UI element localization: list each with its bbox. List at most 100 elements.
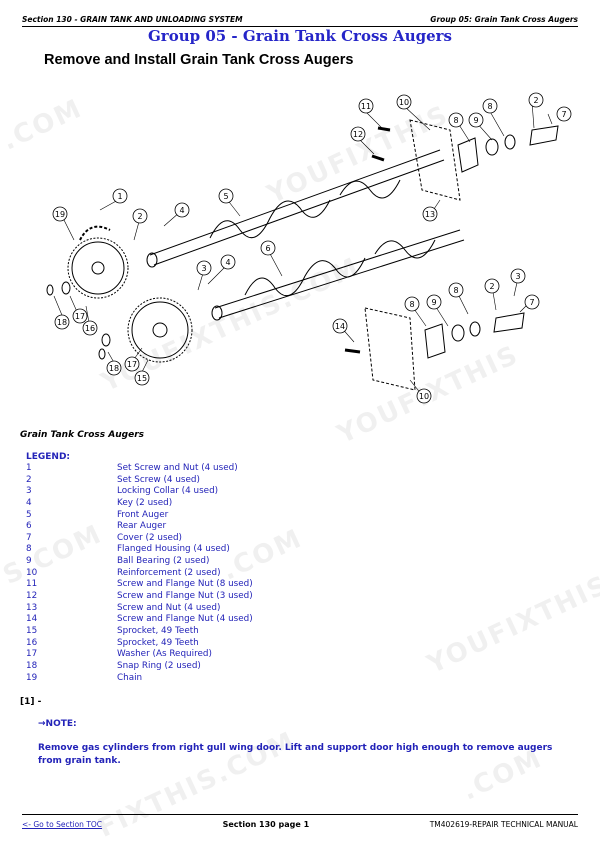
chain [79,225,111,241]
svg-text:16: 16 [85,324,95,333]
manual-id: TM402619-REPAIR TECHNICAL MANUAL [429,820,578,829]
washer-17 [61,281,71,295]
callout-17: 17 [72,308,88,324]
page-footer: <- Go to Section TOC Section 130 page 1 … [22,814,578,829]
page-number: Section 130 page 1 [222,820,310,829]
bearing-group-lower [424,312,525,359]
svg-text:18: 18 [57,318,67,327]
svg-text:6: 6 [265,244,270,253]
callout-2: 2 [528,92,544,108]
callout-12: 12 [350,126,366,142]
svg-text:17: 17 [127,360,137,369]
screw-11 [377,126,391,132]
snap-ring-18 [46,284,54,296]
svg-text:9: 9 [473,116,478,125]
svg-text:2: 2 [533,96,538,105]
svg-text:19: 19 [55,210,65,219]
callout-4: 4 [174,202,190,218]
group-title: Group 05 - Grain Tank Cross Augers [148,27,452,45]
callout-3: 3 [196,260,212,276]
section-title: Remove and Install Grain Tank Cross Auge… [44,52,354,68]
note-text: Remove gas cylinders from right gull win… [38,743,553,766]
legend-title: LEGEND: [26,452,71,462]
reinforcement-plate-upper [409,119,461,201]
callout-1: 1 [112,188,128,204]
figure-caption: Grain Tank Cross Augers [20,430,144,440]
screw-14 [344,348,361,354]
callout-2-left: 2 [132,208,148,224]
svg-text:17: 17 [75,312,85,321]
svg-text:3: 3 [201,264,206,273]
callout-11: 11 [358,98,374,114]
svg-text:11: 11 [361,102,371,111]
section-toc-link[interactable]: <- Go to Section TOC [22,820,103,829]
callout-13: 13 [422,206,438,222]
callout-5: 5 [218,188,234,204]
callout-3b: 3 [510,268,526,284]
callout-10b: 10 [416,388,432,404]
callout-9b: 9 [426,294,442,310]
svg-text:10: 10 [399,98,409,107]
header-group: Group 05: Grain Tank Cross Augers [430,15,578,24]
callout-8b: 8 [482,98,498,114]
callout-6: 6 [260,240,276,256]
header-section: Section 130 - GRAIN TANK AND UNLOADING S… [22,15,243,24]
callout-17b: 17 [124,356,140,372]
svg-text:13: 13 [425,210,435,219]
svg-text:7: 7 [561,110,566,119]
callout-8d: 8 [448,282,464,298]
svg-text:12: 12 [353,130,363,139]
sprocket-16 [67,237,129,299]
svg-text:4: 4 [225,258,230,267]
svg-text:5: 5 [223,192,228,201]
leader-lines [53,101,553,396]
washer-17-lower [101,333,111,347]
svg-text:4: 4 [179,206,184,215]
callout-18b: 18 [106,360,122,376]
svg-text:1: 1 [117,192,122,201]
callout-7b: 7 [524,294,540,310]
bearing-group-upper [457,125,559,173]
screw-12 [371,154,385,162]
watermark: YOUFIXTHIS [422,569,600,681]
callout-19: 19 [52,206,68,222]
rear-auger [211,229,465,321]
note-label: →NOTE: [38,719,77,729]
svg-text:3: 3 [515,272,520,281]
callout-2b: 2 [484,278,500,294]
svg-text:8: 8 [487,102,492,111]
svg-text:8: 8 [453,286,458,295]
front-auger [146,149,445,268]
svg-text:8: 8 [453,116,458,125]
svg-text:18: 18 [109,364,119,373]
svg-text:10: 10 [419,392,429,401]
callout-8: 8 [448,112,464,128]
svg-text:9: 9 [431,298,436,307]
callout-18: 18 [54,314,70,330]
exploded-diagram: 11 10 12 13 8 9 8 2 7 1 2 4 5 6 3 4 19 1… [46,92,572,404]
callout-10: 10 [396,94,412,110]
callout-8c: 8 [404,296,420,312]
callout-14: 14 [332,318,348,334]
callout-16: 16 [82,320,98,336]
callout-7: 7 [556,106,572,122]
callout-15: 15 [134,370,150,386]
callout-4b: 4 [220,254,236,270]
